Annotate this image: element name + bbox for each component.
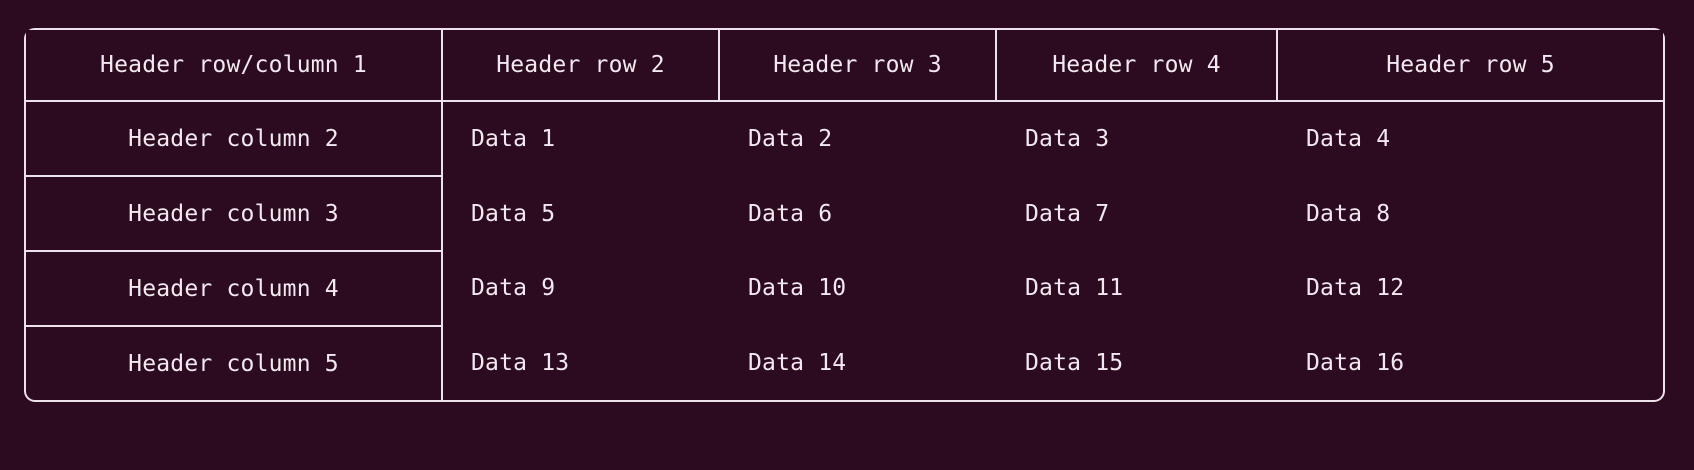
data-cell: Data 11 <box>1025 275 1124 302</box>
data-cell: Data 8 <box>1306 200 1391 227</box>
data-cell: Data 14 <box>748 349 847 376</box>
table-row: Data 13 Data 14 Data 15 Data 16 <box>443 326 1663 401</box>
table-row: Data 9 Data 10 Data 11 Data 12 <box>443 251 1663 326</box>
table-row: Data 5 Data 6 Data 7 Data 8 <box>443 177 1663 252</box>
table-body: Header column 2 Header column 3 Header c… <box>26 102 1663 400</box>
data-cell: Data 12 <box>1306 275 1405 302</box>
table-row: Data 1 Data 2 Data 3 Data 4 <box>443 102 1663 177</box>
data-cell: Data 4 <box>1306 126 1391 153</box>
row-header-4: Header column 4 <box>26 252 441 327</box>
column-header-4: Header row 4 <box>997 30 1278 102</box>
data-cell: Data 10 <box>748 275 847 302</box>
data-cell: Data 13 <box>471 349 570 376</box>
data-cell: Data 1 <box>471 126 556 153</box>
data-cell: Data 3 <box>1025 126 1110 153</box>
data-cell: Data 15 <box>1025 349 1124 376</box>
data-cell-grid: Data 1 Data 2 Data 3 Data 4 Data 5 Data … <box>443 102 1663 400</box>
row-header-column: Header column 2 Header column 3 Header c… <box>26 102 443 400</box>
data-table: Header row/column 1 Header row 2 Header … <box>24 28 1665 402</box>
column-header-2: Header row 2 <box>443 30 720 102</box>
data-cell: Data 5 <box>471 200 556 227</box>
table-corner-header: Header row/column 1 <box>26 30 443 102</box>
column-header-5: Header row 5 <box>1278 30 1663 102</box>
column-header-3: Header row 3 <box>720 30 997 102</box>
data-cell: Data 6 <box>748 200 833 227</box>
data-cell: Data 9 <box>471 275 556 302</box>
row-header-5: Header column 5 <box>128 350 339 377</box>
row-header-3: Header column 3 <box>26 177 441 252</box>
data-cell: Data 2 <box>748 126 833 153</box>
table-header-row: Header row/column 1 Header row 2 Header … <box>26 30 1663 102</box>
row-header-2: Header column 2 <box>26 102 441 177</box>
data-cell: Data 16 <box>1306 349 1405 376</box>
data-cell: Data 7 <box>1025 200 1110 227</box>
